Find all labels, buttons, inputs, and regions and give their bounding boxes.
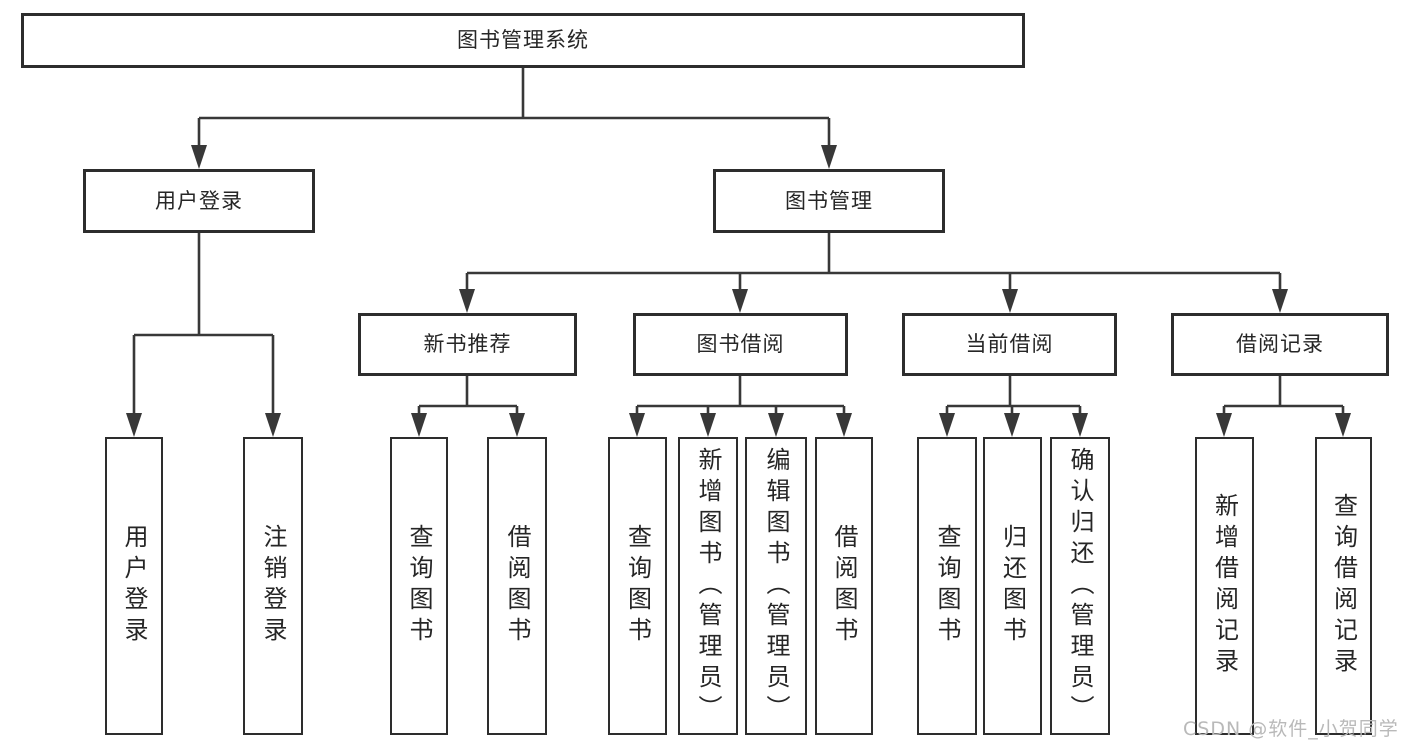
node-label: 借阅记录 (1236, 332, 1324, 356)
leaf-logout: 注销登录 (243, 437, 303, 735)
node-book-borrowing: 图书借阅 (633, 313, 848, 376)
node-label: 用户登录 (120, 524, 148, 648)
node-label: 编辑图书（管理员） (762, 446, 790, 726)
leaf-borrow-books-recommend: 借阅图书 (487, 437, 547, 735)
leaf-query-books-current: 查询图书 (917, 437, 977, 735)
node-label: 用户登录 (155, 188, 243, 213)
node-label: 查询图书 (623, 524, 652, 648)
leaf-add-book-admin: 新增图书（管理员） (678, 437, 738, 735)
node-book-management-system: 图书管理系统 (21, 13, 1025, 68)
node-label: 图书管理 (785, 188, 873, 213)
node-label: 借阅图书 (503, 524, 531, 648)
leaf-borrow-books: 借阅图书 (815, 437, 873, 735)
node-label: 查询图书 (405, 524, 433, 648)
leaf-edit-book-admin: 编辑图书（管理员） (745, 437, 807, 735)
node-label: 新增借阅记录 (1210, 493, 1239, 679)
node-user-login-branch: 用户登录 (83, 169, 315, 233)
node-new-book-recommend: 新书推荐 (358, 313, 577, 376)
node-current-borrowing: 当前借阅 (902, 313, 1117, 376)
node-label: 新增图书（管理员） (694, 446, 722, 726)
leaf-add-borrow-record: 新增借阅记录 (1195, 437, 1254, 735)
leaf-return-books: 归还图书 (983, 437, 1042, 735)
leaf-query-books-recommend: 查询图书 (390, 437, 448, 735)
leaf-query-books-borrowing: 查询图书 (608, 437, 667, 735)
leaf-user-login: 用户登录 (105, 437, 163, 735)
node-book-management-branch: 图书管理 (713, 169, 945, 233)
leaf-confirm-return-admin: 确认归还（管理员） (1050, 437, 1110, 735)
node-label: 注销登录 (259, 524, 287, 648)
node-label: 查询借阅记录 (1329, 493, 1358, 679)
watermark: CSDN @软件_小贺同学 (1183, 718, 1399, 740)
node-label: 归还图书 (998, 524, 1027, 648)
node-label: 当前借阅 (965, 332, 1054, 356)
node-label: 确认归还（管理员） (1066, 446, 1094, 726)
node-label: 图书管理系统 (457, 28, 589, 52)
node-borrowing-records: 借阅记录 (1171, 313, 1389, 376)
node-label: 新书推荐 (423, 332, 512, 356)
node-label: 图书借阅 (696, 332, 785, 356)
node-label: 查询图书 (933, 524, 961, 648)
node-label: 借阅图书 (830, 524, 858, 648)
leaf-query-borrow-record: 查询借阅记录 (1315, 437, 1372, 735)
